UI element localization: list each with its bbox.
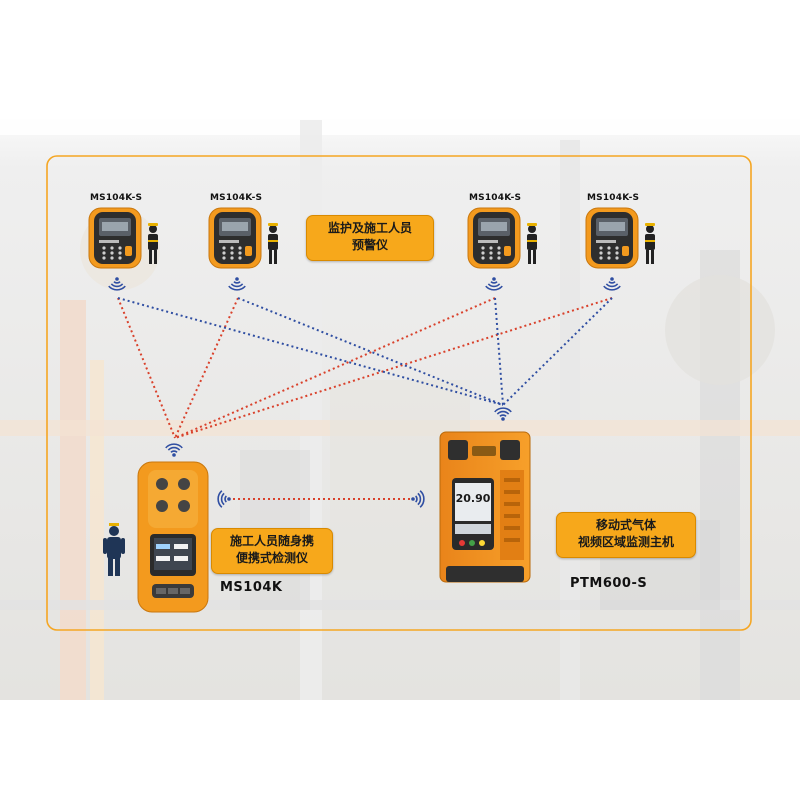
sensor-model-label: MS104K-S	[90, 193, 143, 203]
blue-link	[502, 297, 613, 406]
blue-link	[117, 297, 504, 406]
wireless-signal-icon	[165, 443, 183, 457]
wireless-signal-icon	[603, 277, 621, 291]
wearable-gas-sensor	[585, 207, 639, 269]
wireless-signal-icon	[228, 277, 246, 291]
sensor-model-label: MS104K-S	[587, 193, 640, 203]
wireless-signal-icon	[108, 277, 126, 291]
wireless-signal-icon	[494, 407, 512, 421]
wearable-gas-sensor	[467, 207, 521, 269]
wearable-gas-sensor	[208, 207, 262, 269]
worker-silhouette	[527, 223, 537, 264]
portable-detector-callout: 施工人员随身携 便携式检测仪	[211, 528, 333, 574]
red-link	[174, 297, 239, 439]
red-link	[117, 297, 176, 439]
callout-line: 视频区域监测主机	[577, 535, 674, 549]
worker-silhouette	[645, 223, 655, 264]
link-lines	[117, 297, 613, 500]
callout-line: 便携式检测仪	[235, 551, 308, 565]
callout-line: 移动式气体	[595, 518, 656, 532]
wireless-signal-icon	[411, 490, 425, 508]
callout-line: 监护及施工人员	[327, 221, 412, 235]
mobile-monitoring-host: 20.90	[439, 431, 531, 583]
wireless-signal-icon	[485, 277, 503, 291]
portable-gas-detector	[137, 461, 209, 613]
callout-line: 预警仪	[351, 238, 388, 252]
worker-silhouette	[103, 523, 125, 576]
red-link	[174, 297, 613, 439]
monitor-warning-callout: 监护及施工人员 预警仪	[306, 215, 434, 261]
industrial-background	[0, 95, 800, 700]
portable-model-label: MS104K	[220, 580, 283, 595]
host-display-value: 20.90	[456, 492, 491, 505]
sensor-model-label: MS104K-S	[469, 193, 522, 203]
frame-border	[46, 155, 752, 631]
worker-silhouette	[268, 223, 278, 264]
sensor-model-label: MS104K-S	[210, 193, 263, 203]
wearable-gas-sensor	[88, 207, 142, 269]
host-callout: 移动式气体 视频区域监测主机	[556, 512, 696, 558]
wireless-signal-icon	[217, 490, 231, 508]
callout-line: 施工人员随身携	[229, 534, 314, 548]
host-model-label: PTM600-S	[570, 576, 648, 591]
red-link	[174, 297, 496, 439]
worker-silhouette	[148, 223, 158, 264]
